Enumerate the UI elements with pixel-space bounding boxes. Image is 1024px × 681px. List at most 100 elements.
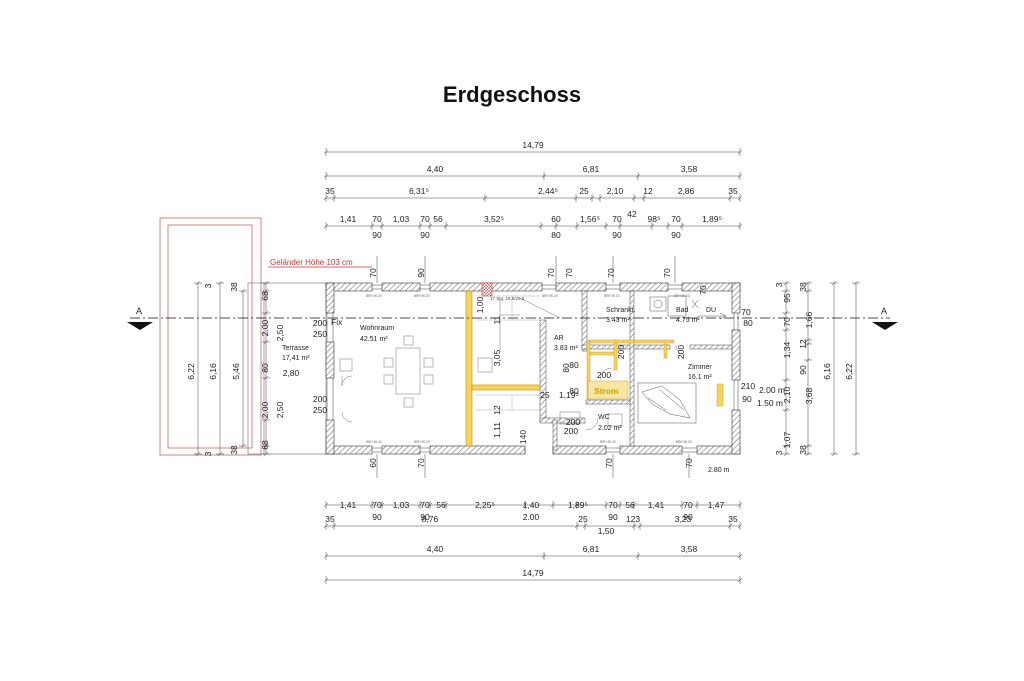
dim-right-col-a-label: 2,10 (782, 386, 792, 403)
dim-top-row4-label: 60 (551, 214, 561, 224)
dim-left-col-b: 2,50 (275, 324, 285, 341)
dim-bot-row1-label: 1,40 (523, 500, 540, 510)
dim-top-total: 14,79 (522, 140, 544, 150)
room-zimmer-area: 16.1 m² (688, 374, 712, 381)
dim-top-row4-label: 70 (420, 214, 430, 224)
dim-left-col-label: 2.00 (260, 319, 270, 336)
room-wohnraum-name: Wohnraum (360, 325, 394, 332)
interior-walls (539, 290, 733, 451)
dim-bot-row1-label: 70 (608, 500, 618, 510)
dim-left-col-label: 80 (260, 363, 270, 373)
svg-text:BRH 90.00: BRH 90.00 (604, 294, 620, 298)
dim-top-row3-label: 2,10 (607, 186, 624, 196)
svg-text:BRH 90.00: BRH 90.00 (414, 294, 430, 298)
dim-top-row3-extra: 42 (627, 209, 637, 219)
dim-interior-label: 1,19⁵ (559, 390, 579, 400)
page-title: Erdgeschoss (442, 82, 582, 107)
dim-interior-label: 80 (569, 360, 579, 370)
railing-note: Geländer Höhe 103 cm (270, 258, 353, 267)
dim-top-row2: 3,58 (681, 164, 698, 174)
dim-bot-row1-label: 70 (683, 500, 693, 510)
dim-bot-row1-label: 1,41 (340, 500, 357, 510)
dim-opening-label: 250 (313, 329, 327, 339)
dim-right-col-a-label: 3 (774, 450, 784, 455)
dim-left-col-label: 2.00 (260, 401, 270, 418)
dim-left-col-label: 3 (203, 283, 213, 288)
fix-label: Fix (331, 317, 343, 327)
dim-interior-label: 1.50 m (757, 398, 783, 408)
dim-interior-label: 200 (616, 345, 626, 359)
dim-interior-label: 90 (416, 268, 426, 278)
room-wohnraum-area: 42.51 m² (360, 336, 388, 343)
dim-right-col-a-label: 95 (782, 293, 792, 303)
dim-right-col-b-label: 1,66 (804, 311, 814, 328)
dim-top-row3-label: 2,44⁵ (538, 186, 558, 196)
dim-interior-label: 80 (743, 318, 753, 328)
dim-top-row4-label: 70 (671, 214, 681, 224)
dim-right-col-b-label: 12 (798, 339, 808, 349)
dim-interior-label: 70 (546, 268, 556, 278)
dim-top-row4-label: 1,41 (340, 214, 357, 224)
room-schrankr-name: Schrankr. (606, 307, 636, 314)
room-ar-name: AR (554, 335, 564, 342)
dim-bot-row1-below: 90 (683, 512, 693, 522)
dim-left-inner: 5,46 (231, 363, 241, 380)
dim-opening-label: 250 (313, 405, 327, 415)
dim-bot-row2-label: 25 (578, 514, 588, 524)
dim-left-col-label: 38 (229, 282, 239, 292)
dim-top-row2: 4,40 (427, 164, 444, 174)
dim-right-outer: 6,22 (844, 363, 854, 380)
terrace (159, 217, 262, 456)
svg-text:BRH 90.00: BRH 90.00 (542, 294, 558, 298)
dim-interior-label: 200 (597, 370, 611, 380)
dim-left-mid: 6,16 (208, 363, 218, 380)
dim-top-row4-below: 90 (612, 230, 622, 240)
room-terrasse-name: Terrasse (282, 345, 309, 352)
section-line: A A (127, 306, 898, 330)
svg-text:BRH 90.00: BRH 90.00 (674, 294, 690, 298)
dim-top-row4-label: 1,56⁵ (580, 214, 600, 224)
dim-interior-label: 70 (606, 268, 616, 278)
dim-top-row3-label: 2,86 (678, 186, 695, 196)
dim-interior-label: 90 (742, 394, 752, 404)
dim-interior-label: 70 (684, 458, 694, 468)
dim-right-mid: 6,16 (822, 363, 832, 380)
dim-left-col-label: 3 (203, 451, 213, 456)
dim-right-col-b-label: 90 (798, 365, 808, 375)
dim-right-col-a-label: 1,34 (782, 341, 792, 358)
dim-opening-label: 200 (313, 318, 327, 328)
dim-bot-row1-below: 90 (372, 512, 382, 522)
dim-top-row3-label: 12 (643, 186, 653, 196)
room-schrankr-area: 3.43 m² (606, 317, 630, 324)
dim-bot-row1-label: 1,89⁵ (568, 500, 588, 510)
door-swings (339, 297, 687, 431)
dim-interior-label: 210 (741, 381, 755, 391)
dim-right-col-a-label: 1,07 (782, 431, 792, 448)
dim-bot-row1-label: 1,03 (393, 500, 410, 510)
dim-bot-row2-label: 123 (626, 514, 640, 524)
dim-bot-row2-label: 35 (325, 514, 335, 524)
dim-top-row4-below: 90 (372, 230, 382, 240)
dim-interior-label: 12 (492, 405, 502, 415)
stair-note: 17 Stg. 16,5/26,5 (490, 296, 525, 301)
dim-right-col-b-label: 38 (798, 282, 808, 292)
dim-right-col-b-label: 38 (798, 445, 808, 455)
dim-top-row4-below: 80 (551, 230, 561, 240)
dim-opening-label: 200 (313, 394, 327, 404)
terrace-outline (247, 282, 327, 455)
dim-bot-row1-label: 56 (436, 500, 446, 510)
dim-top-row3-label: 6,31⁵ (409, 186, 429, 196)
dim-interior-label: 70 (741, 307, 751, 317)
room-labels: Wohnraum 42.51 m² Terrasse 17,41 m² AR 3… (282, 296, 730, 474)
dim-bot-row1-label: 56 (625, 500, 635, 510)
dim-bot-row3: 3,58 (681, 544, 698, 554)
dim-bot-row1-below: 90 (420, 512, 430, 522)
room-du-name: DU (706, 307, 716, 314)
svg-text:BRH 90.00: BRH 90.00 (600, 440, 616, 444)
dim-interior-label: 70 (416, 458, 426, 468)
room-wc-name: WC (598, 414, 610, 421)
dim-bot-row1-label: 1,47 (708, 500, 725, 510)
room-bad-name: Bad (676, 307, 689, 314)
dim-top-row3-label: 35 (728, 186, 738, 196)
